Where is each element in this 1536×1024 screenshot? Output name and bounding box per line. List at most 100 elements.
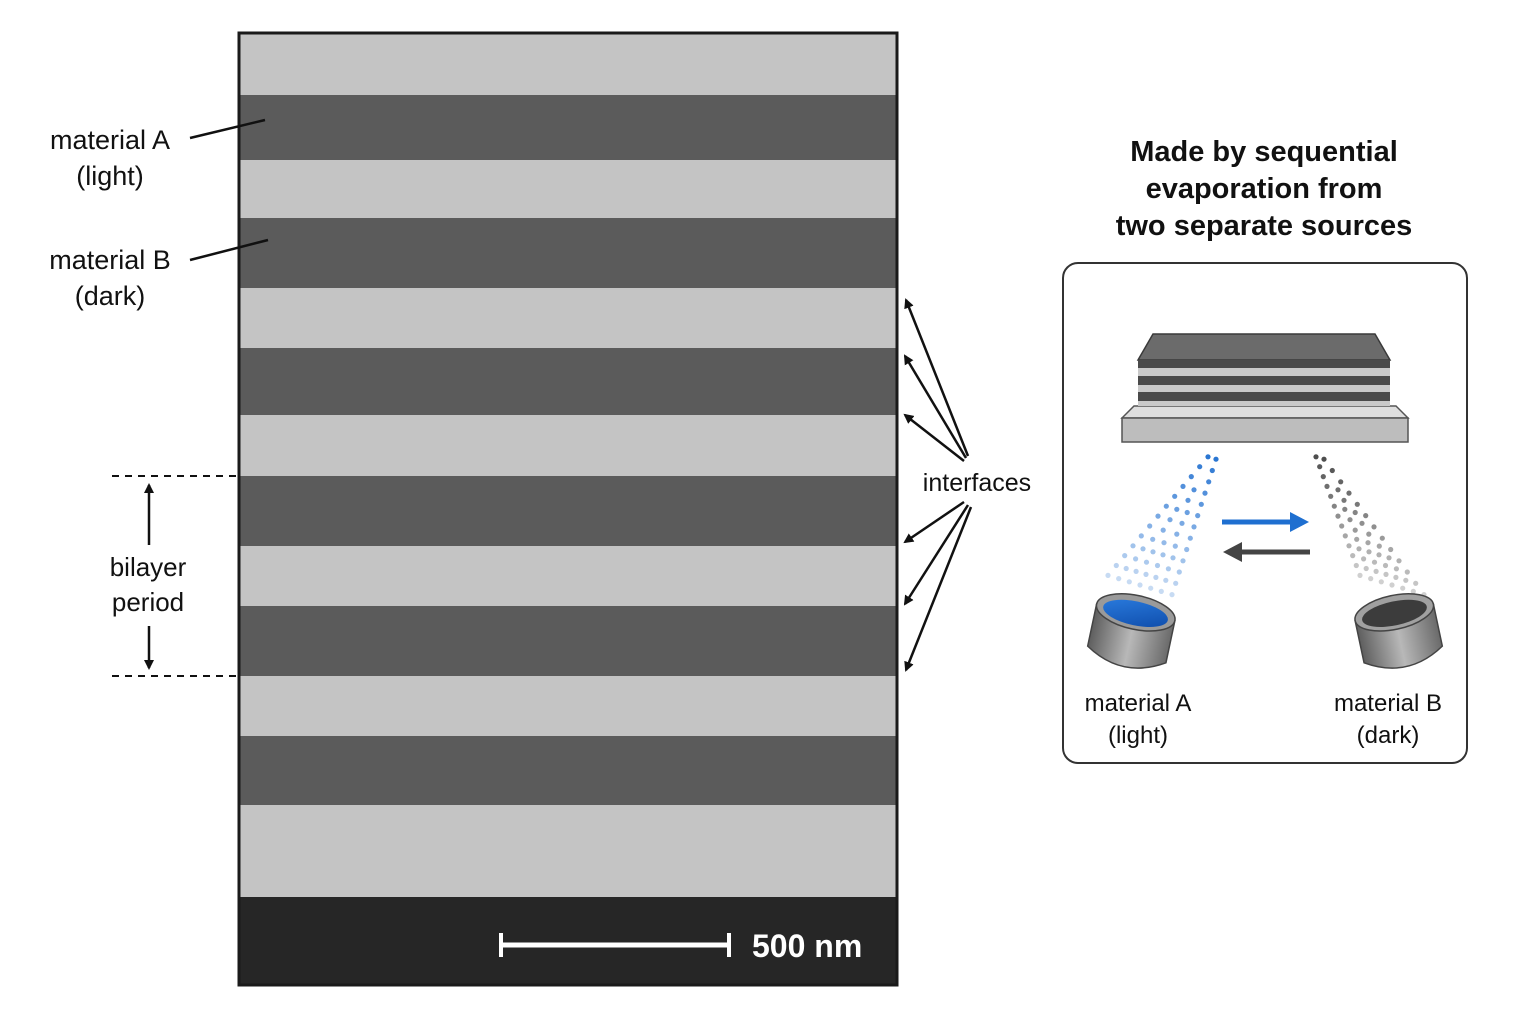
- vapor-particle: [1354, 501, 1360, 507]
- vapor-particle: [1341, 497, 1347, 503]
- scale-bar-label: 500 nm: [752, 928, 863, 964]
- vapor-particle: [1335, 513, 1341, 519]
- vapor-particle: [1202, 490, 1208, 496]
- vapor-particle: [1382, 562, 1389, 569]
- micrograph-frame: [237, 31, 899, 987]
- vapor-particle: [1410, 588, 1416, 595]
- vapor-particle: [1350, 553, 1356, 559]
- vapor-particle: [1342, 506, 1348, 512]
- vapor-plume-b: [1313, 454, 1427, 598]
- vapor-particle: [1198, 501, 1204, 507]
- vapor-particle: [1133, 556, 1139, 562]
- arrow-right-blue-head: [1290, 512, 1309, 532]
- layer-dark: [239, 95, 897, 160]
- crucible-b: [1354, 593, 1444, 669]
- vapor-particle: [1371, 524, 1377, 530]
- vapor-particle: [1163, 503, 1169, 509]
- vapor-particle: [1378, 579, 1384, 585]
- tem-micrograph: [237, 31, 899, 987]
- vapor-particle: [1154, 562, 1161, 569]
- vapor-particle: [1335, 487, 1341, 493]
- substrate-stack: [1120, 333, 1410, 443]
- vapor-particle: [1331, 503, 1337, 509]
- vapor-particle: [1363, 565, 1369, 572]
- material-a-name: material A: [49, 125, 171, 155]
- vapor-particle: [1126, 579, 1132, 585]
- vapor-particle: [1138, 533, 1144, 539]
- vapor-particle: [1393, 566, 1399, 572]
- vapor-particle: [1105, 572, 1111, 579]
- vapor-particle: [1389, 582, 1395, 588]
- layer-light: [239, 676, 897, 736]
- bilayer-line-1: bilayer: [109, 552, 187, 582]
- vapor-particle: [1328, 493, 1334, 499]
- source-a-descriptor: (light): [1107, 722, 1168, 749]
- vapor-particle: [1338, 479, 1344, 485]
- vapor-particle: [1180, 483, 1186, 489]
- vapor-particle: [1122, 553, 1128, 559]
- vapor-particle: [1195, 513, 1201, 519]
- vapor-particle: [1404, 569, 1410, 575]
- scale-bar: [499, 933, 731, 957]
- vapor-particle: [1160, 527, 1166, 533]
- material-a-leader-line: [189, 118, 266, 140]
- material-b-descriptor: (dark): [74, 281, 146, 311]
- vapor-particle: [1150, 549, 1156, 555]
- vapor-particle: [1197, 464, 1203, 470]
- vapor-particle: [1123, 565, 1129, 572]
- scale-bar-region: [239, 897, 897, 985]
- bilayer-period-marker: [112, 475, 242, 677]
- vapor-particle: [1176, 569, 1182, 575]
- layer-dark: [239, 476, 897, 546]
- source-a-label: material A (light): [1070, 688, 1206, 752]
- vapor-particle: [1158, 588, 1164, 595]
- source-b-label: material B (dark): [1318, 688, 1458, 752]
- crucible-a: [1086, 593, 1176, 669]
- vapor-particle: [1147, 523, 1153, 529]
- layer-light: [239, 805, 897, 897]
- vapor-particle: [1188, 474, 1194, 480]
- layer-dark: [239, 348, 897, 415]
- layer-dark: [239, 606, 897, 676]
- vapor-particle: [1361, 556, 1367, 562]
- vapor-particle: [1113, 562, 1119, 569]
- vapor-particle: [1386, 555, 1392, 561]
- vapor-particle: [1150, 536, 1156, 542]
- material-b-leader-line: [189, 238, 269, 262]
- vapor-particle: [1167, 517, 1173, 523]
- vapor-particle: [1359, 520, 1365, 526]
- vapor-particle: [1324, 483, 1330, 489]
- vapor-particle: [1213, 456, 1219, 462]
- vapor-particle: [1130, 543, 1136, 549]
- arrow-left-dark-head: [1223, 542, 1242, 562]
- layer-light: [239, 33, 897, 95]
- vapor-particle: [1366, 531, 1372, 537]
- bilayer-line-2: period: [111, 587, 185, 617]
- vapor-particle: [1153, 574, 1159, 581]
- vapor-particle: [1155, 513, 1161, 519]
- vapor-particle: [1365, 540, 1371, 546]
- vapor-particle: [1352, 527, 1358, 533]
- vapor-particle: [1170, 555, 1176, 561]
- panel-title-line-2: evaporation from: [1145, 173, 1383, 205]
- vapor-particle: [1354, 536, 1360, 542]
- vapor-particle: [1352, 509, 1358, 516]
- vapor-particle: [1163, 577, 1169, 583]
- vapor-particle: [1342, 533, 1348, 539]
- vapor-particle: [1148, 585, 1154, 591]
- vapor-particle: [1400, 585, 1406, 591]
- source-b-descriptor: (dark): [1356, 722, 1420, 749]
- vapor-particle: [1133, 568, 1139, 575]
- source-a-name: material A: [1084, 690, 1192, 717]
- interface-arrows: [903, 298, 973, 672]
- vapor-particle: [1191, 524, 1197, 530]
- vapor-particle: [1165, 566, 1171, 572]
- vapor-particle: [1368, 576, 1374, 582]
- vapor-particle: [1329, 467, 1335, 474]
- vapor-particle: [1388, 546, 1394, 553]
- vapor-particle: [1403, 577, 1409, 583]
- vapor-particle: [1174, 506, 1180, 512]
- vapor-plume-a: [1105, 454, 1219, 598]
- vapor-particle: [1366, 549, 1372, 555]
- vapor-particle: [1313, 454, 1319, 460]
